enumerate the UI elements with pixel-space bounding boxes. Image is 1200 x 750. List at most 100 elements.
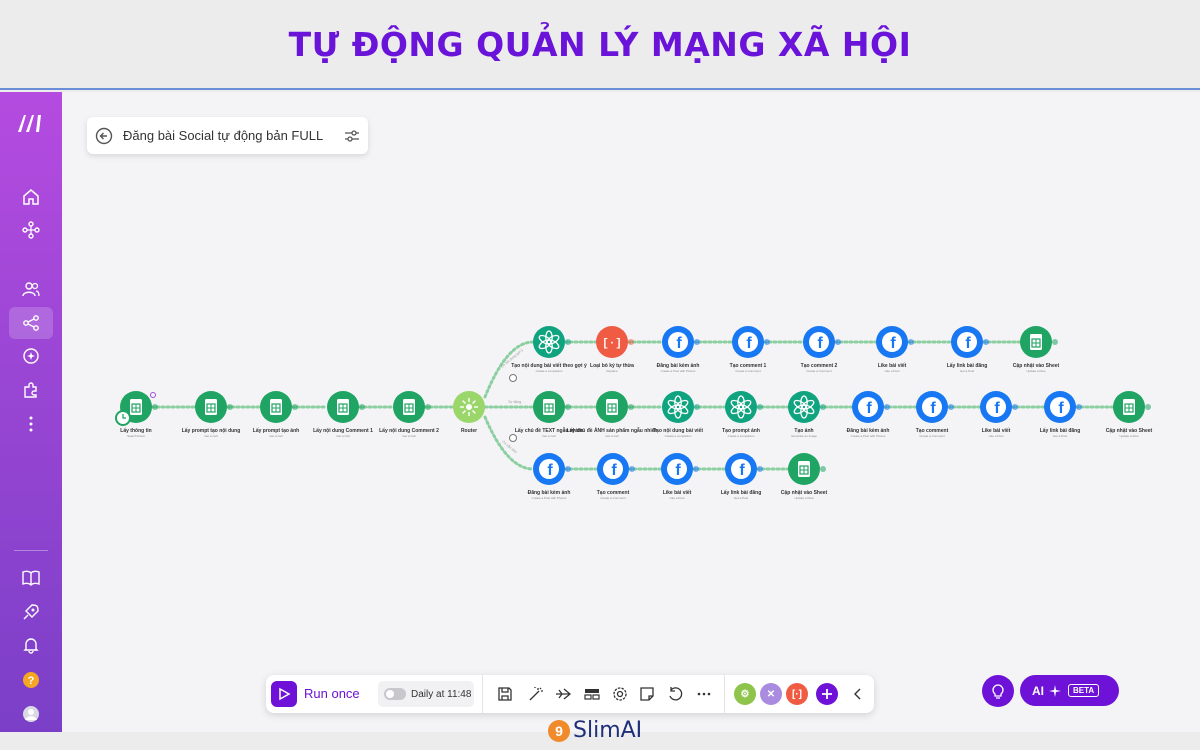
module-circle[interactable] [725,391,757,423]
module-handle[interactable] [565,466,571,472]
filter-settings-icon[interactable] [344,128,360,144]
module-handle[interactable] [835,339,841,345]
module-handle[interactable] [764,339,770,345]
module-handle[interactable] [565,404,571,410]
sidebar-launch[interactable] [9,596,53,628]
settings-icon[interactable] [612,686,628,702]
module-circle[interactable] [533,326,565,358]
module-handle[interactable] [227,404,233,410]
layout-icon[interactable] [584,686,600,702]
run-once-button[interactable] [271,681,297,707]
make-logo-icon[interactable] [16,112,46,134]
module-handle[interactable] [292,404,298,410]
undo-icon[interactable] [667,686,683,702]
module-handle[interactable] [629,466,635,472]
module-circle[interactable] [596,326,628,358]
module-handle[interactable] [565,339,571,345]
sidebar-more[interactable] [9,408,53,440]
module-handle[interactable] [694,404,700,410]
module-handle[interactable] [1145,404,1151,410]
scenario-canvas[interactable]: Đăng bài Social tự động bản FULL Có nội … [62,92,1200,732]
text-parser-bubble-icon[interactable]: [·] [786,683,808,705]
module-handle[interactable] [908,339,914,345]
module-handle[interactable] [693,466,699,472]
more-icon[interactable] [696,686,712,702]
sidebar-team[interactable] [9,273,53,305]
sidebar-docs[interactable] [9,562,53,594]
module-handle[interactable] [152,404,158,410]
module-handle[interactable] [359,404,365,410]
module-handle[interactable] [628,404,634,410]
schedule-switch[interactable] [384,688,406,700]
filter-icon[interactable] [509,434,517,442]
module-handle[interactable] [820,466,826,472]
module-handle[interactable] [1076,404,1082,410]
module-handle[interactable] [948,404,954,410]
airplane-icon[interactable] [555,686,571,702]
save-icon[interactable] [497,686,513,702]
sidebar-share[interactable] [9,307,53,339]
magic-wand-icon[interactable] [528,686,544,702]
filter-icon[interactable] [509,374,517,382]
chevron-left-icon[interactable] [850,686,866,702]
route-filter-label[interactable]: Tự động [508,400,521,404]
sidebar-notifications[interactable] [9,629,53,661]
module-circle[interactable] [662,391,694,423]
scenario-title[interactable]: Đăng bài Social tự động bản FULL [123,128,324,143]
module-handle[interactable] [425,404,431,410]
module-main-5[interactable]: Router [453,391,485,434]
run-once-label[interactable]: Run once [304,686,360,701]
module-handle[interactable] [757,404,763,410]
module-handle[interactable] [1052,339,1058,345]
sidebar-home[interactable] [9,181,53,213]
module-handle[interactable] [1012,404,1018,410]
sidebar-help[interactable]: ? [9,664,53,696]
module-handle[interactable] [694,339,700,345]
module-handle[interactable] [983,339,989,345]
back-arrow-icon[interactable] [95,127,113,145]
notes-icon[interactable] [639,686,655,702]
module-handle[interactable] [820,404,826,410]
module-handle[interactable] [884,404,890,410]
ai-assistant-button[interactable]: AI BETA [1020,675,1119,706]
sidebar-ai-agents[interactable] [9,340,53,372]
module-handle[interactable] [628,339,634,345]
sidebar-apps[interactable] [9,374,53,406]
module-circle[interactable] [788,391,820,423]
schedule-toggle[interactable]: Daily at 11:48 [378,681,474,707]
sidebar-scenarios[interactable] [9,214,53,246]
sidebar-profile[interactable] [9,698,53,730]
hint-button[interactable] [982,675,1014,707]
add-module-button[interactable] [816,683,838,705]
module-handle[interactable] [757,466,763,472]
tools-bubble-icon[interactable]: ⚙ [734,683,756,705]
flow-control-bubble-icon[interactable]: ✕ [760,683,782,705]
